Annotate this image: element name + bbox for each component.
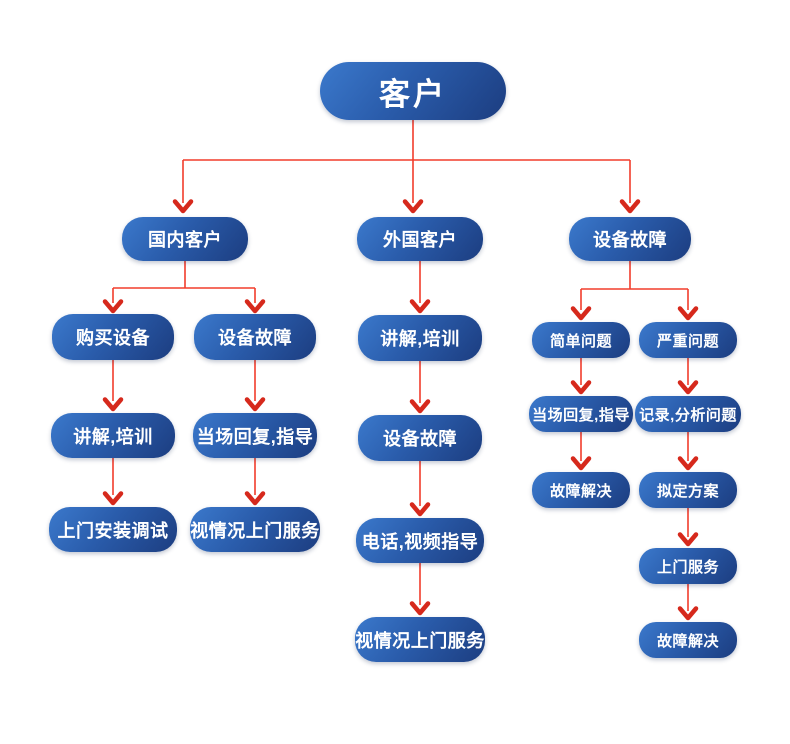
node-phone-video-guide: 电话,视频指导 <box>356 518 484 563</box>
node-simple-fault-solved: 故障解决 <box>532 472 630 508</box>
node-equipment-fault: 设备故障 <box>569 217 691 261</box>
node-domestic-fault: 设备故障 <box>194 314 316 360</box>
node-serious-problem: 严重问题 <box>639 322 737 358</box>
node-onsite-service: 上门服务 <box>639 548 737 584</box>
node-record-analyze: 记录,分析问题 <box>635 396 741 432</box>
node-foreign-onsite-service: 视情况上门服务 <box>355 617 485 662</box>
node-domestic-onsite-install: 上门安装调试 <box>49 507 177 552</box>
node-buy-equipment: 购买设备 <box>52 314 174 360</box>
node-foreign-customer: 外国客户 <box>357 217 483 261</box>
node-draft-plan: 拟定方案 <box>639 472 737 508</box>
node-domestic-reply-guide: 当场回复,指导 <box>193 413 317 458</box>
node-foreign-fault: 设备故障 <box>358 415 482 461</box>
node-simple-reply-guide: 当场回复,指导 <box>529 396 633 432</box>
node-domestic-customer: 国内客户 <box>122 217 248 261</box>
node-domestic-onsite-service: 视情况上门服务 <box>190 507 320 552</box>
node-customer: 客户 <box>320 62 506 120</box>
node-foreign-training: 讲解,培训 <box>358 315 482 361</box>
node-domestic-training: 讲解,培训 <box>51 413 175 458</box>
node-serious-fault-solved: 故障解决 <box>639 622 737 658</box>
node-simple-problem: 简单问题 <box>532 322 630 358</box>
